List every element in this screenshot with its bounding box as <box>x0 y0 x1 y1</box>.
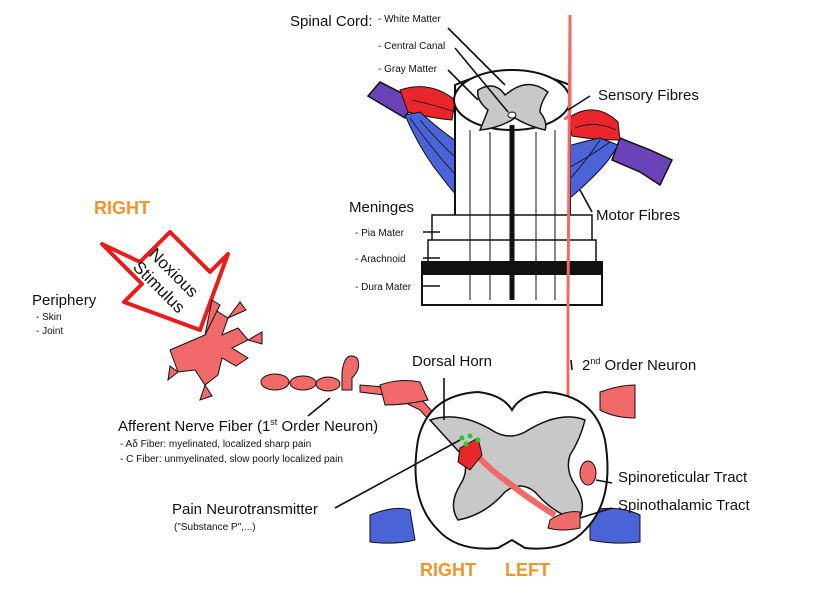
spinothalamic-tract-shape <box>547 511 581 531</box>
afferent-post: Order Neuron) <box>277 418 378 435</box>
right-sensory-stub <box>599 384 636 419</box>
right-top-label: RIGHT <box>94 198 150 218</box>
substance-p-label: ("Substance P",...) <box>174 522 256 533</box>
left-bottom-label: LEFT <box>505 560 550 580</box>
second-order-neuron-label: 2nd Order Neuron <box>582 356 696 374</box>
sensory-fibres-label: Sensory Fibres <box>598 87 699 104</box>
right-nerve-root <box>611 137 674 187</box>
spinothalamic-tract-label: Spinothalamic Tract <box>618 497 751 514</box>
spinoreticular-tract-label: Spinoreticular Tract <box>618 469 748 486</box>
a-delta-fiber-label: - Aδ Fiber: myelinated, localized sharp … <box>120 439 311 450</box>
dura-mater-label: - Dura Mater <box>355 282 412 293</box>
skin-label: - Skin <box>36 312 62 323</box>
right-sensory-fibres <box>567 109 621 141</box>
central-canal-label: - Central Canal <box>378 41 445 52</box>
c-fiber-label: - C Fiber: unmyelinated, slow poorly loc… <box>120 454 343 465</box>
crossing-fiber <box>467 445 557 518</box>
spinoreticular-tract-shape <box>579 460 597 486</box>
neuron-segment-3 <box>315 376 341 392</box>
motor-fibres-label: Motor Fibres <box>596 207 680 224</box>
meninges-title: Meninges <box>349 199 414 216</box>
neuron-dendrites <box>169 309 249 386</box>
second-order-sup: nd <box>590 356 600 366</box>
white-matter-label: - White Matter <box>378 14 441 25</box>
left-motor-root <box>369 507 416 544</box>
second-neuron-body <box>457 437 483 471</box>
left-sensory-stub <box>379 380 429 406</box>
central-canal-top <box>507 111 517 119</box>
pia-mater-label: - Pia Mater <box>355 228 405 239</box>
afferent-sup: st <box>270 417 278 427</box>
neuron-segment-2 <box>289 375 317 391</box>
dorsal-horn-label: Dorsal Horn <box>412 353 492 370</box>
afferent-fiber-label: Afferent Nerve Fiber (1st Order Neuron) <box>118 417 378 435</box>
pointer-arrows <box>307 27 613 519</box>
pain-neurotransmitter-label: Pain Neurotransmitter <box>172 501 318 518</box>
periphery-title: Periphery <box>32 292 97 309</box>
joint-label: - Joint <box>36 326 63 337</box>
neuron-cell-body <box>341 355 360 391</box>
noxious-stimulus-arrow: Noxious Stimulus <box>100 230 230 332</box>
cord-lines <box>469 130 556 300</box>
substance-p-dots <box>459 433 481 447</box>
second-order-post: Order Neuron <box>600 357 696 374</box>
right-bottom-label: RIGHT <box>420 560 476 580</box>
spinal-cord-title: Spinal Cord: <box>290 13 373 30</box>
cord-cross-section <box>369 390 641 550</box>
neuron-segment-1 <box>260 373 290 391</box>
arachnoid-label: - Arachnoid <box>355 254 406 265</box>
afferent-pre: Afferent Nerve Fiber (1 <box>118 418 270 435</box>
spinal-cord-illustration <box>366 69 674 306</box>
second-order-pre: 2 <box>582 357 590 374</box>
gray-matter-label: - Gray Matter <box>378 64 438 75</box>
